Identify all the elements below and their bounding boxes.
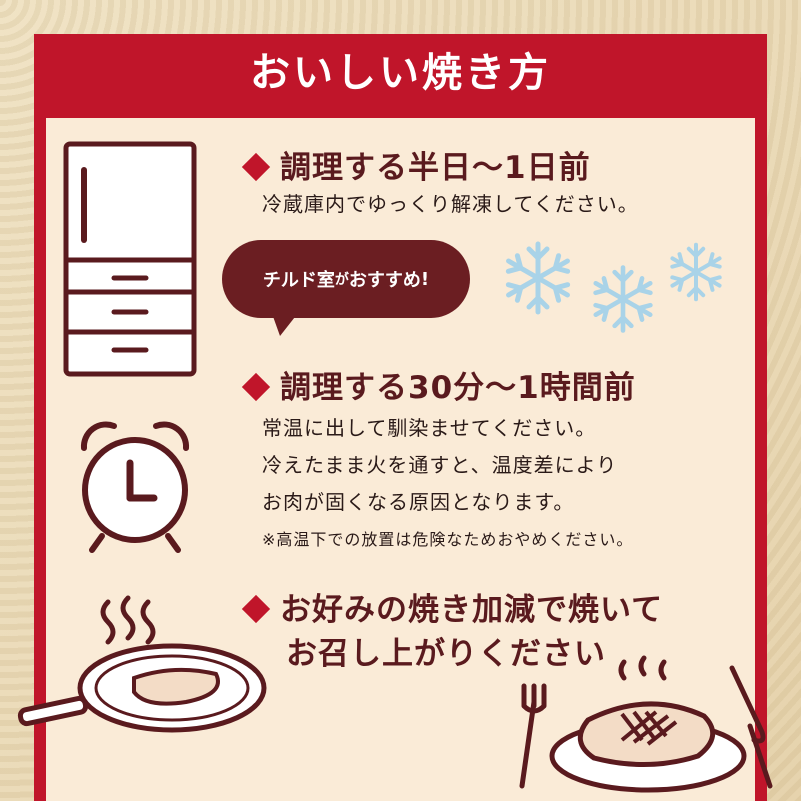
steak-plate-icon [519,655,773,793]
bubble-text: おすすめ [348,270,421,291]
section-heading-3: お好みの焼き加減で焼いて お召し上がりください [240,588,663,676]
snowflake-icon [498,241,578,318]
refrigerator-icon [63,141,197,377]
text-line: お肉が固くなる原因となります。 [262,490,575,514]
bubble-text: チルド [262,270,317,291]
section-heading-1: 調理する半日〜1日前 [240,142,591,187]
bubble-text: が [334,272,349,288]
speech-bubble-tail [270,308,302,336]
diamond-bullet-icon [241,372,271,401]
heading-line: お好みの焼き加減で焼いて [240,588,663,632]
caution-note: ※高温下での放置は危険なためおやめください。 [262,530,634,549]
bubble-text: ! [420,268,430,290]
speech-bubble: チルド室がおすすめ! [222,240,470,318]
diamond-bullet-icon [241,152,271,181]
text-line: 冷えたまま火を通すと、温度差により [262,453,618,477]
section-heading-2: 調理する30分〜1時間前 [240,362,636,407]
frying-pan-icon [17,595,267,733]
snowflake-icon [666,242,726,302]
bubble-text: 室 [316,270,335,291]
alarm-clock-icon [80,421,190,553]
text-line: 常温に出して馴染ませてください。 [262,416,597,440]
heading-line: お召し上がりください [286,636,606,672]
snowflake-icon [586,262,660,336]
page-title: おいしい焼き方 [250,50,551,96]
section-text-1: 冷蔵庫内でゆっくり解凍してください。 [262,186,639,223]
text-line: 冷蔵庫内でゆっくり解凍してください。 [262,192,639,216]
section-text-2: 常温に出して馴染ませてください。 冷えたまま火を通すと、温度差により お肉が固く… [262,410,633,558]
